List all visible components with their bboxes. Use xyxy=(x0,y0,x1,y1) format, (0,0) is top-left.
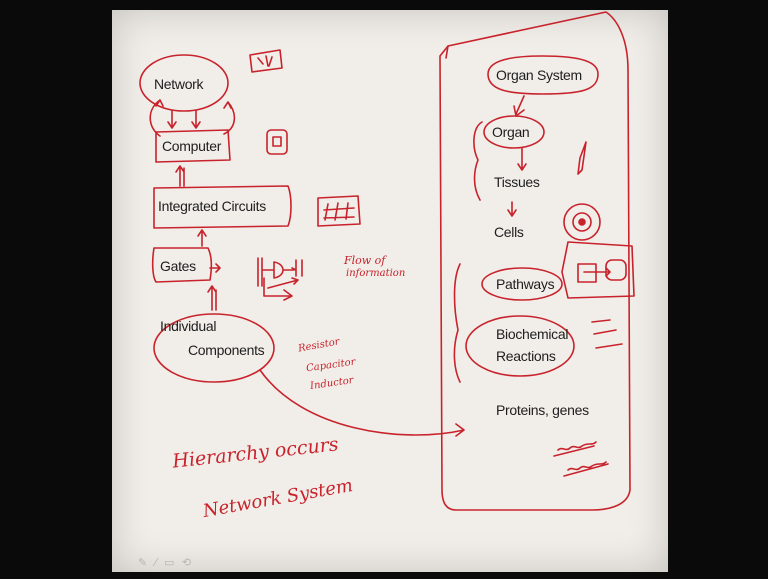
right-feedback-arrow xyxy=(223,101,236,135)
tissues-down-arrow xyxy=(507,201,517,217)
cells-label: Cells xyxy=(494,224,524,240)
organ-label: Organ xyxy=(492,124,530,140)
flow-of-information-line1: Flow of xyxy=(344,254,386,267)
components-label: Components xyxy=(188,342,265,358)
reaction-marks xyxy=(591,319,623,349)
gates-side-arrow xyxy=(209,263,221,273)
reactions-label: Reactions xyxy=(496,348,556,364)
cell-nucleus xyxy=(578,218,586,226)
pathway-node-1 xyxy=(577,263,597,283)
cell-sketch-inner xyxy=(572,212,592,232)
network-sketch-icon xyxy=(249,49,283,73)
organ-down-arrow xyxy=(517,147,527,171)
grid-sketch-icon xyxy=(317,195,361,227)
cell-sketch-outer xyxy=(563,203,601,241)
organ-system-circle xyxy=(487,55,599,95)
gates-up-arrow xyxy=(197,229,207,247)
logic-gate-symbol xyxy=(257,257,303,287)
pathways-circle xyxy=(481,267,563,301)
mapping-arrow xyxy=(259,369,465,437)
pathways-label: Pathways xyxy=(496,276,555,292)
computer-label: Computer xyxy=(162,138,222,154)
organ-brace xyxy=(473,121,483,201)
gates-box xyxy=(151,247,213,283)
biochemical-reactions-circle xyxy=(465,315,575,377)
drawing-toolbar[interactable]: ✎ ⁄ ▭ ⟲ xyxy=(138,556,194,569)
left-feedback-arrow xyxy=(149,99,164,137)
lower-brace xyxy=(453,263,461,383)
pathway-sketch-box xyxy=(561,241,635,299)
organ-system-down-arrow xyxy=(513,95,525,117)
whiteboard: Network Computer Integrated Circuits Gat… xyxy=(112,10,668,572)
individual-components-circle xyxy=(153,313,275,383)
pathway-node-2 xyxy=(605,259,627,281)
gene-squiggle-2 xyxy=(563,461,609,477)
individual-label: Individual xyxy=(160,318,217,334)
integrated-circuits-label: Integrated Circuits xyxy=(158,198,266,214)
gate-output-arrows xyxy=(263,277,299,301)
organ-system-label: Organ System xyxy=(496,67,582,83)
biology-frame xyxy=(439,11,631,511)
gates-label: Gates xyxy=(160,258,196,274)
chip-inner xyxy=(272,136,282,147)
proteins-genes-label: Proteins, genes xyxy=(496,402,589,418)
chip-sketch-icon xyxy=(266,129,288,155)
frame-tick xyxy=(445,45,449,59)
network-circle xyxy=(139,54,229,112)
gene-squiggle-1 xyxy=(553,441,597,457)
components-up-arrow xyxy=(207,285,217,311)
flow-of-information-line2: information xyxy=(346,268,406,279)
network-label: Network xyxy=(154,76,204,92)
tissues-label: Tissues xyxy=(494,174,540,190)
biochemical-label: Biochemical xyxy=(496,326,569,342)
red-ink-drawing xyxy=(139,11,635,511)
network-down-arrows xyxy=(167,109,201,129)
integrated-circuits-box xyxy=(153,185,292,229)
pathway-sketch-arrow xyxy=(583,267,611,277)
computer-box xyxy=(155,129,231,163)
organ-circle xyxy=(483,115,545,149)
ic-up-arrow xyxy=(175,165,185,187)
tissue-sketch xyxy=(577,141,587,175)
